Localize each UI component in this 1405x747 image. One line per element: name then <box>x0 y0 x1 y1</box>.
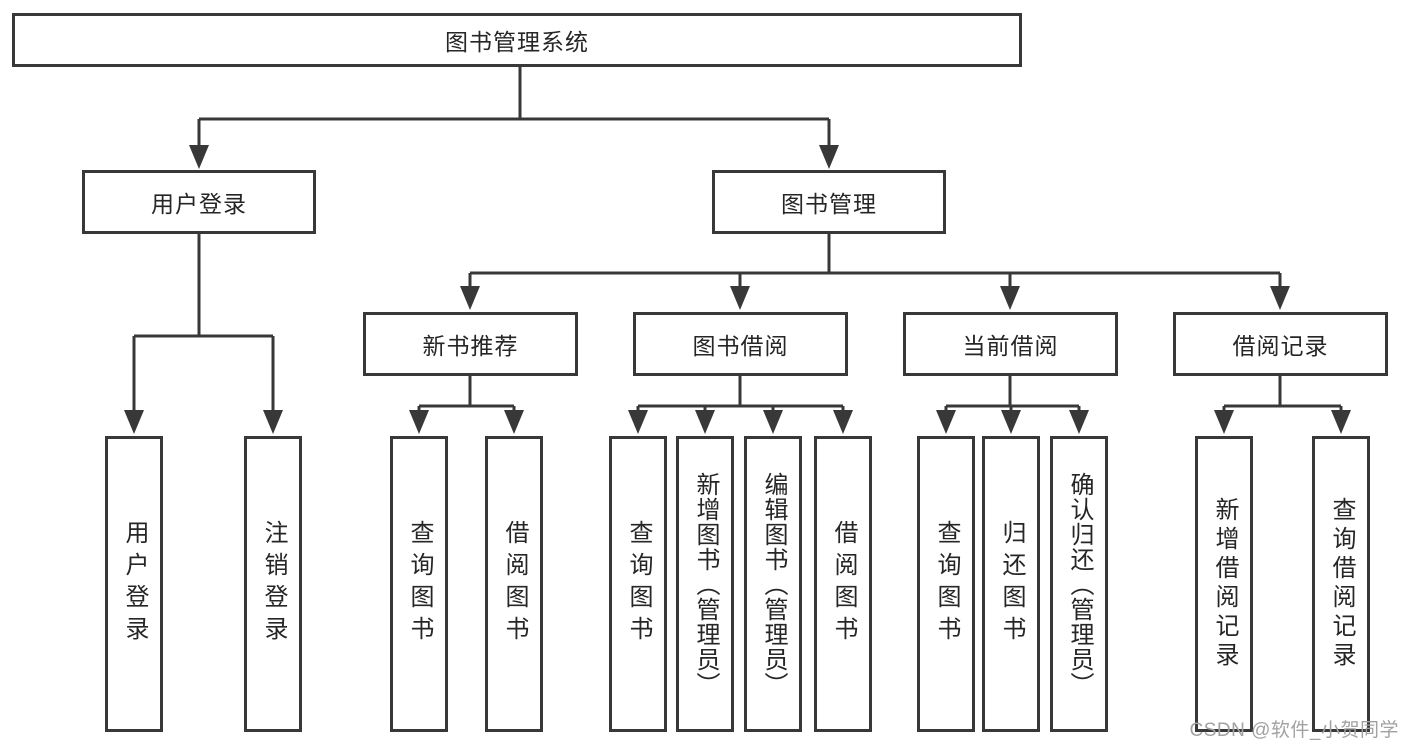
node-user-login: 用户登录 <box>82 170 316 234</box>
connector-borrow-records-children <box>1214 374 1351 434</box>
node-borrow-records-label: 借阅记录 <box>1232 333 1329 359</box>
connector-new-book-recommend-children <box>409 374 524 434</box>
node-book-borrow-label: 图书借阅 <box>692 333 789 359</box>
node-user-login-label: 用户登录 <box>151 191 247 217</box>
leaf-logout: 注销登录 <box>244 436 302 732</box>
leaf-current-confirm-return-admin-label: 确认归还（管理员） <box>1066 471 1093 697</box>
leaf-current-confirm-return-admin: 确认归还（管理员） <box>1050 436 1108 732</box>
node-book-management-label: 图书管理 <box>781 191 877 217</box>
leaf-records-query-record-label: 查询借阅记录 <box>1328 497 1355 671</box>
leaf-user-login: 用户登录 <box>105 436 163 732</box>
node-borrow-records: 借阅记录 <box>1173 312 1388 376</box>
leaf-borrow-edit-books-admin-label: 编辑图书（管理员） <box>760 471 787 697</box>
watermark: CSDN @软件_小贺同学 <box>1189 720 1399 741</box>
leaf-records-query-record: 查询借阅记录 <box>1312 436 1370 732</box>
connector-book-borrow-children <box>628 374 853 434</box>
leaf-recommend-query-books: 查询图书 <box>390 436 448 732</box>
leaf-borrow-borrow-books-label: 借阅图书 <box>830 520 857 648</box>
connector-user-login-children <box>124 232 283 434</box>
connector-book-management-children <box>460 232 1290 310</box>
node-current-borrow-label: 当前借阅 <box>962 333 1059 359</box>
leaf-borrow-query-books-label: 查询图书 <box>625 520 652 648</box>
leaf-borrow-add-books-admin: 新增图书（管理员） <box>676 436 734 732</box>
leaf-current-query-books-label: 查询图书 <box>933 520 960 648</box>
leaf-recommend-borrow-books: 借阅图书 <box>485 436 543 732</box>
leaf-current-return-books: 归还图书 <box>982 436 1040 732</box>
leaf-current-return-books-label: 归还图书 <box>998 520 1025 648</box>
leaf-user-login-label: 用户登录 <box>121 520 148 648</box>
node-root-label: 图书管理系统 <box>445 29 589 55</box>
leaf-borrow-edit-books-admin: 编辑图书（管理员） <box>744 436 802 732</box>
leaf-borrow-add-books-admin-label: 新增图书（管理员） <box>692 471 719 697</box>
node-current-borrow: 当前借阅 <box>903 312 1118 376</box>
node-new-book-recommend: 新书推荐 <box>363 312 578 376</box>
leaf-current-query-books: 查询图书 <box>917 436 975 732</box>
node-new-book-recommend-label: 新书推荐 <box>422 333 519 359</box>
leaf-records-add-record-label: 新增借阅记录 <box>1211 497 1238 671</box>
connector-root-to-level1 <box>189 66 839 169</box>
leaf-logout-label: 注销登录 <box>260 520 287 648</box>
leaf-recommend-query-books-label: 查询图书 <box>406 520 433 648</box>
leaf-borrow-query-books: 查询图书 <box>609 436 667 732</box>
connector-current-borrow-children <box>936 374 1089 434</box>
leaf-borrow-borrow-books: 借阅图书 <box>814 436 872 732</box>
node-book-borrow: 图书借阅 <box>633 312 848 376</box>
node-root: 图书管理系统 <box>12 13 1022 67</box>
node-book-management: 图书管理 <box>712 170 946 234</box>
leaf-recommend-borrow-books-label: 借阅图书 <box>501 520 528 648</box>
leaf-records-add-record: 新增借阅记录 <box>1195 436 1253 732</box>
